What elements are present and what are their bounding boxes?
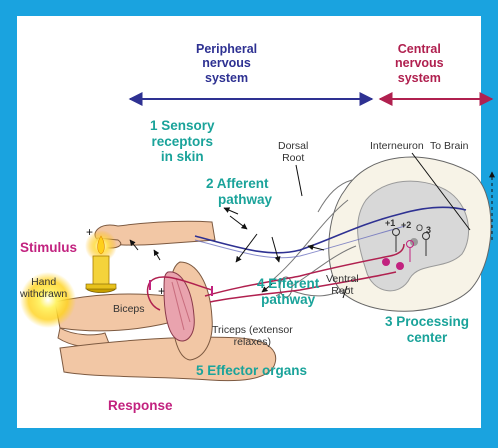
to-brain-label: To Brain	[430, 140, 469, 152]
central-system-label: Central nervous system	[395, 42, 444, 85]
motor-neuron-body	[396, 262, 404, 270]
hand-withdrawn-label: Hand withdrawn	[20, 276, 67, 300]
synapse-1-sign: +1	[385, 218, 395, 228]
interneuron-label: Interneuron	[370, 140, 424, 152]
efferent-pathway-label: 4 Efferent pathway	[257, 276, 319, 307]
effector-organs-label: 5 Effector organs	[196, 363, 307, 379]
triceps-label: Triceps (extensor relaxes)	[212, 324, 293, 348]
synapse-o-sign: O	[416, 223, 423, 233]
response-label: Response	[108, 398, 173, 414]
processing-center-label: 3 Processing center	[385, 314, 469, 345]
peripheral-system-label: Peripheral nervous system	[196, 42, 257, 85]
sensory-receptors-label: 1 Sensory receptors in skin	[150, 118, 215, 165]
candle-plus-sign: +	[86, 226, 93, 240]
biceps-plus-sign: +	[158, 285, 165, 299]
dorsal-root-label: Dorsal Root	[278, 140, 308, 164]
synapse-2-sign: +2	[401, 220, 411, 230]
afferent-pathway-label: 2 Afferent pathway	[206, 176, 272, 207]
synapse-3-sign: 3	[426, 225, 431, 235]
ventral-root-label: Ventral Root	[326, 273, 359, 297]
biceps-label: Biceps	[113, 303, 145, 315]
stimulus-label: Stimulus	[20, 240, 77, 256]
